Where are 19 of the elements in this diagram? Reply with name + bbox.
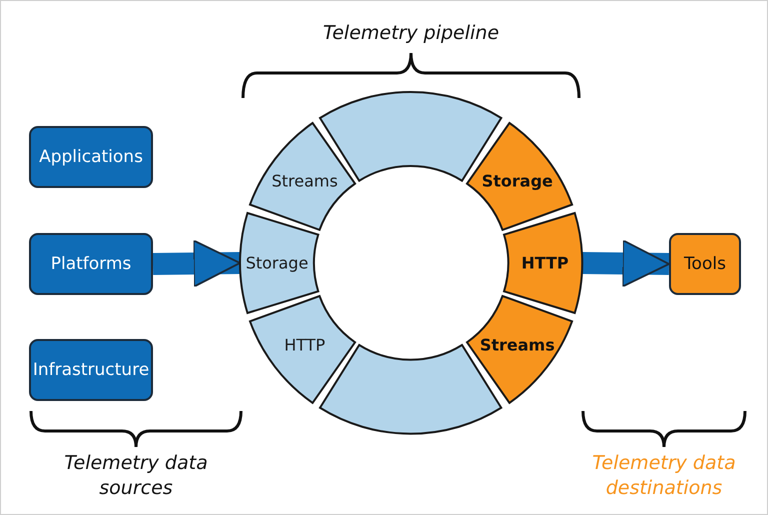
box-label: Infrastructure	[32, 360, 150, 380]
box-label: Applications	[39, 147, 143, 167]
segment-label: HTTP	[284, 335, 326, 354]
segment-label: Streams	[480, 335, 555, 354]
segment-label: Storage	[482, 172, 553, 191]
block-arrow	[152, 240, 241, 288]
box-label: Tools	[684, 254, 726, 274]
source-box	[29, 233, 153, 295]
source-box	[29, 126, 153, 188]
brace-label: Telemetry pipeline	[322, 21, 500, 46]
brace-label: Telemetry data sources	[63, 451, 209, 501]
source-box	[669, 233, 741, 295]
source-box	[29, 339, 153, 401]
brace-label: Telemetry data destinations	[591, 451, 737, 501]
block-arrow	[582, 239, 670, 288]
segment-label: Streams	[272, 172, 338, 191]
segment-label: Storage	[246, 253, 308, 272]
box-label: Platforms	[50, 254, 132, 274]
segment-label: HTTP	[521, 253, 569, 272]
